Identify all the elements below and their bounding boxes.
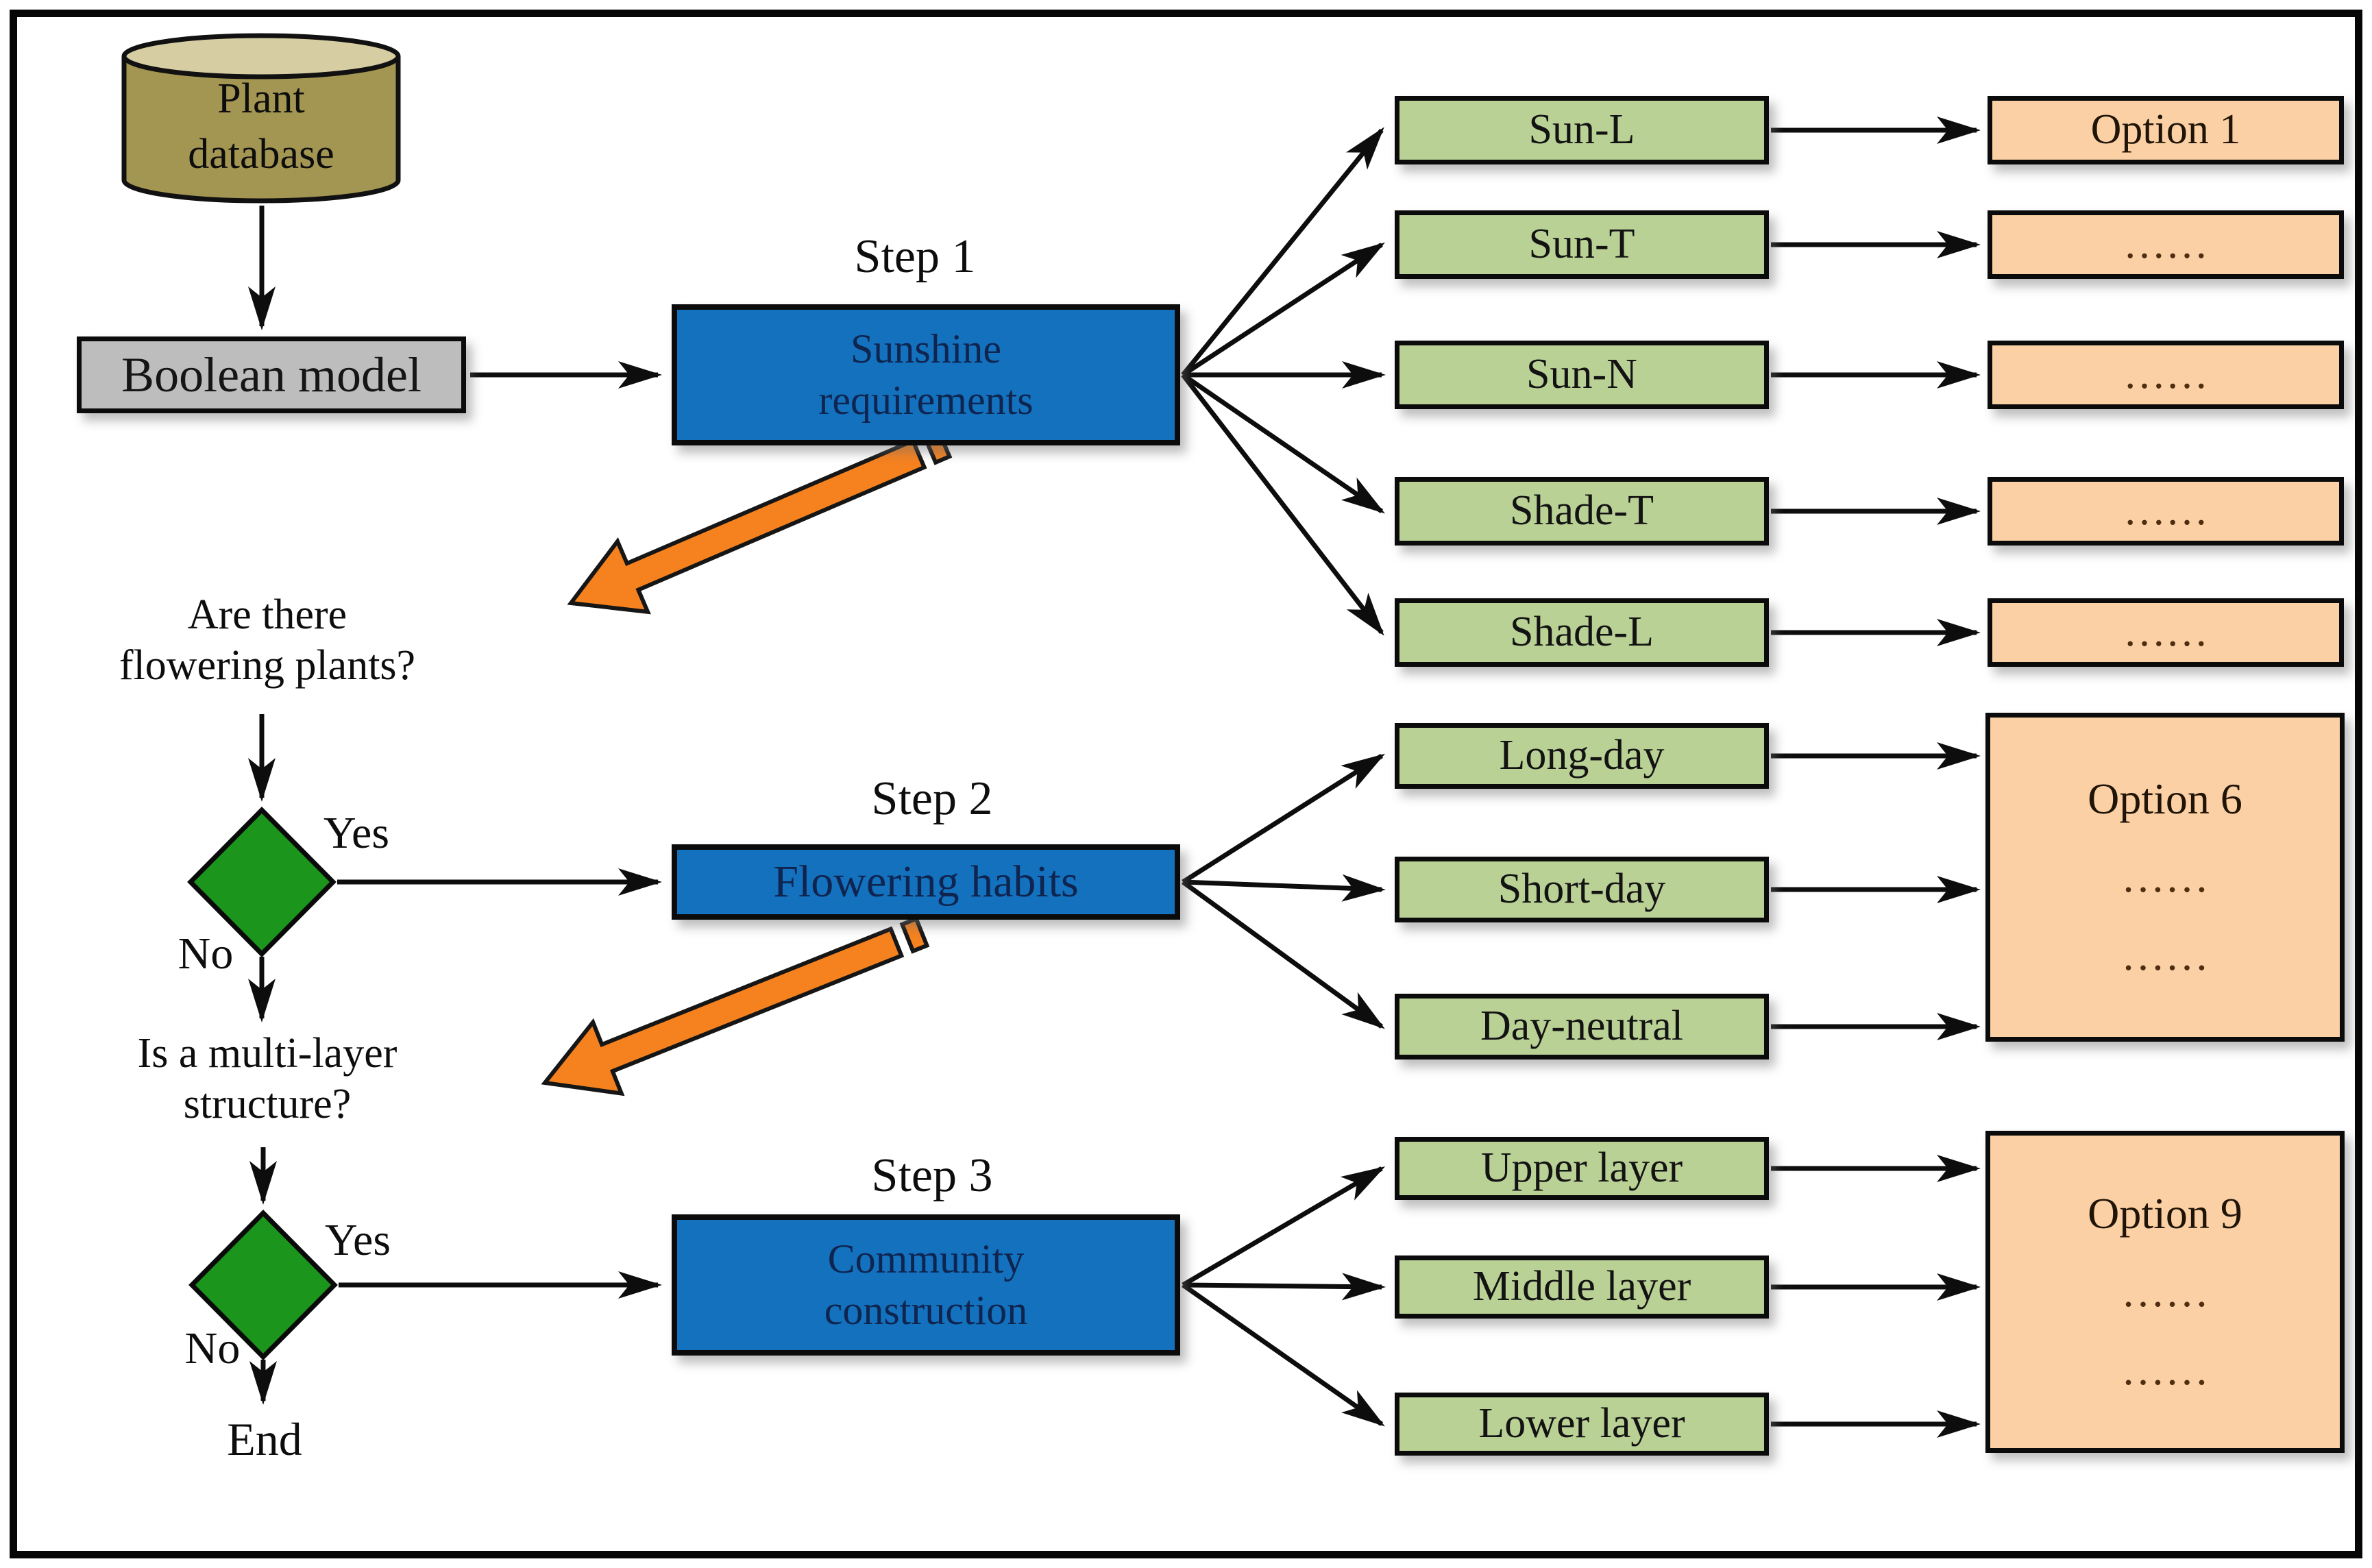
category-box-sun-l: Sun-L: [1395, 96, 1769, 164]
database-label: Plant database: [188, 75, 334, 177]
connector-lines: [248, 117, 1981, 1438]
category-box-long-day: Long-day: [1395, 723, 1769, 789]
yes-label-2: Yes: [324, 1215, 391, 1265]
figure-border: [10, 10, 2362, 1558]
category-box-shade-t: Shade-T: [1395, 477, 1769, 546]
boolean-model-box: Boolean model: [77, 336, 466, 413]
category-box-upper-layer: Upper layer: [1395, 1137, 1769, 1200]
category-box-short-day: Short-day: [1395, 857, 1769, 922]
option-box-2: ……: [1988, 210, 2344, 279]
process-box-community-construction: Community construction: [672, 1214, 1180, 1356]
step2-title: Step 2: [871, 772, 993, 825]
category-box-day-neutral: Day-neutral: [1395, 994, 1769, 1059]
category-box-sun-n: Sun-N: [1395, 341, 1769, 409]
decision-diamond-multilayer: [188, 1210, 338, 1360]
no-label-2: No: [184, 1323, 241, 1373]
option-box-3: ……: [1988, 341, 2344, 409]
question-multilayer: Is a multi-layer structure?: [137, 1030, 398, 1128]
option-box-5: ……: [1988, 598, 2344, 667]
decision-diamond-flowering: [187, 807, 337, 957]
option-box-4: ……: [1988, 477, 2344, 546]
end-label: End: [227, 1413, 302, 1465]
yes-label-1: Yes: [323, 808, 390, 858]
category-box-lower-layer: Lower layer: [1395, 1393, 1769, 1456]
category-box-shade-l: Shade-L: [1395, 598, 1769, 667]
no-label-1: No: [178, 929, 234, 979]
question-flowering-plants: Are there flowering plants?: [119, 591, 416, 689]
process-box-flowering-habits: Flowering habits: [672, 844, 1180, 920]
database-cylinder-icon: [121, 33, 401, 204]
option-box-1: Option 1: [1988, 96, 2344, 164]
option-box-9: Option 9 …… ……: [1985, 1131, 2345, 1453]
option-box-6: Option 6 …… ……: [1985, 713, 2345, 1042]
step1-title: Step 1: [854, 230, 976, 283]
category-box-sun-t: Sun-T: [1395, 210, 1769, 279]
step3-title: Step 3: [871, 1149, 993, 1202]
process-box-sunshine: Sunshine requirements: [672, 304, 1180, 445]
orange-callout-arrow-2: [541, 916, 930, 1097]
category-box-middle-layer: Middle layer: [1395, 1255, 1769, 1319]
